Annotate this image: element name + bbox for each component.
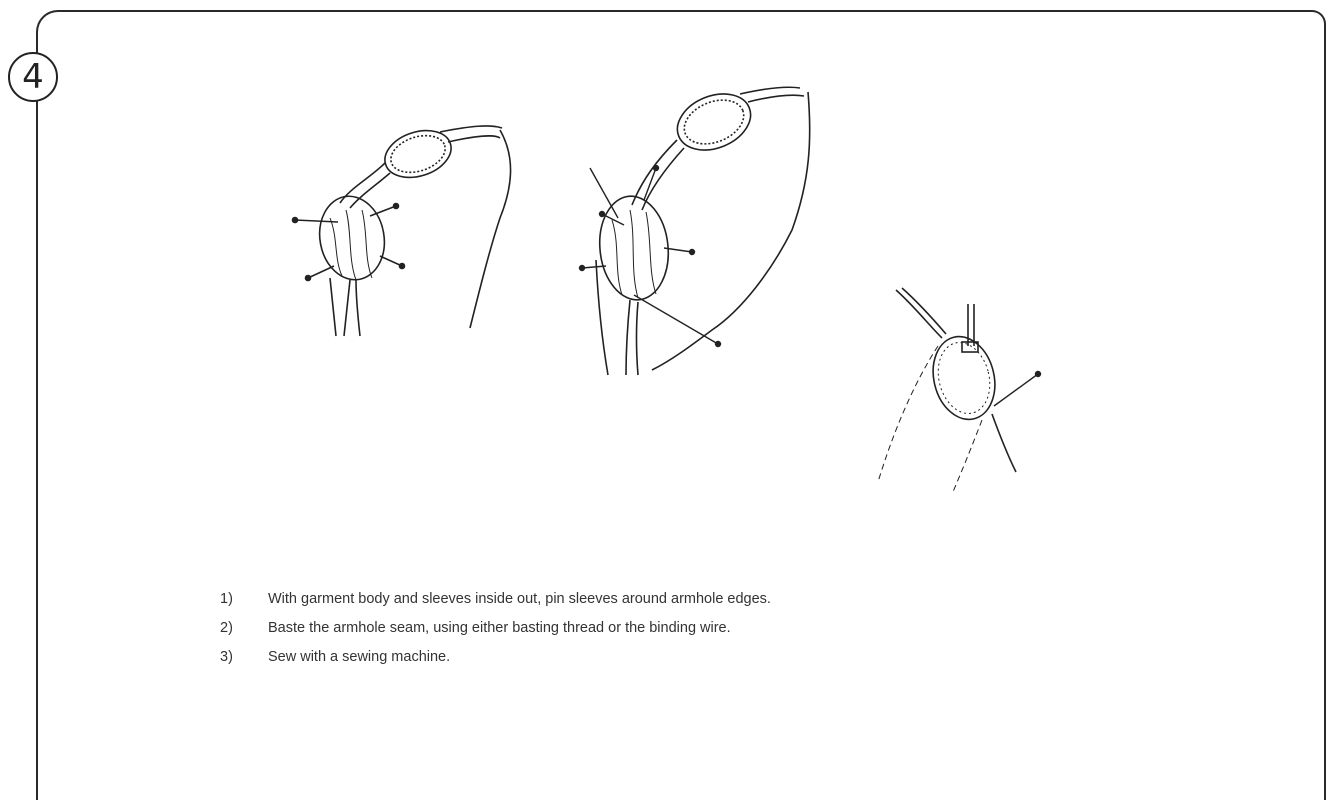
step-text: Baste the armhole seam, using either bas… [268,617,820,639]
step-label: 2) [220,617,268,639]
instruction-step: 2) Baste the armhole seam, using either … [220,617,820,639]
basting-illustration-svg [572,80,832,380]
instruction-step: 1) With garment body and sleeves inside … [220,588,820,610]
sewing-machine-illustration-svg [872,286,1052,496]
sewing-machine-illustration [872,286,1052,496]
step-number: 4 [22,60,44,94]
pinning-illustration [290,118,530,338]
step-text: With garment body and sleeves inside out… [268,588,820,610]
pinning-illustration-svg [290,118,530,338]
step-label: 1) [220,588,268,610]
instruction-list: 1) With garment body and sleeves inside … [220,588,820,675]
step-label: 3) [220,646,268,668]
step-number-badge: 4 [8,52,58,102]
basting-illustration [572,80,832,380]
instruction-step: 3) Sew with a sewing machine. [220,646,820,668]
step-text: Sew with a sewing machine. [268,646,820,668]
